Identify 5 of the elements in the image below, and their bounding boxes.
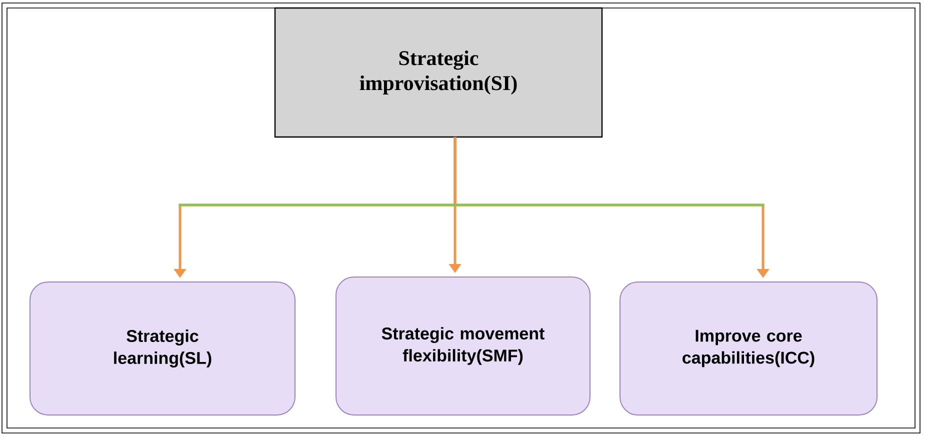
branch-line: [178, 204, 764, 206]
title-box: Strategic improvisation(SI): [274, 7, 603, 138]
category-box: Strategic learning(SL): [30, 282, 296, 416]
category-box: Improve core capabilities(ICC): [620, 282, 878, 416]
category-box: Strategic movement flexibility(SMF): [336, 276, 590, 416]
